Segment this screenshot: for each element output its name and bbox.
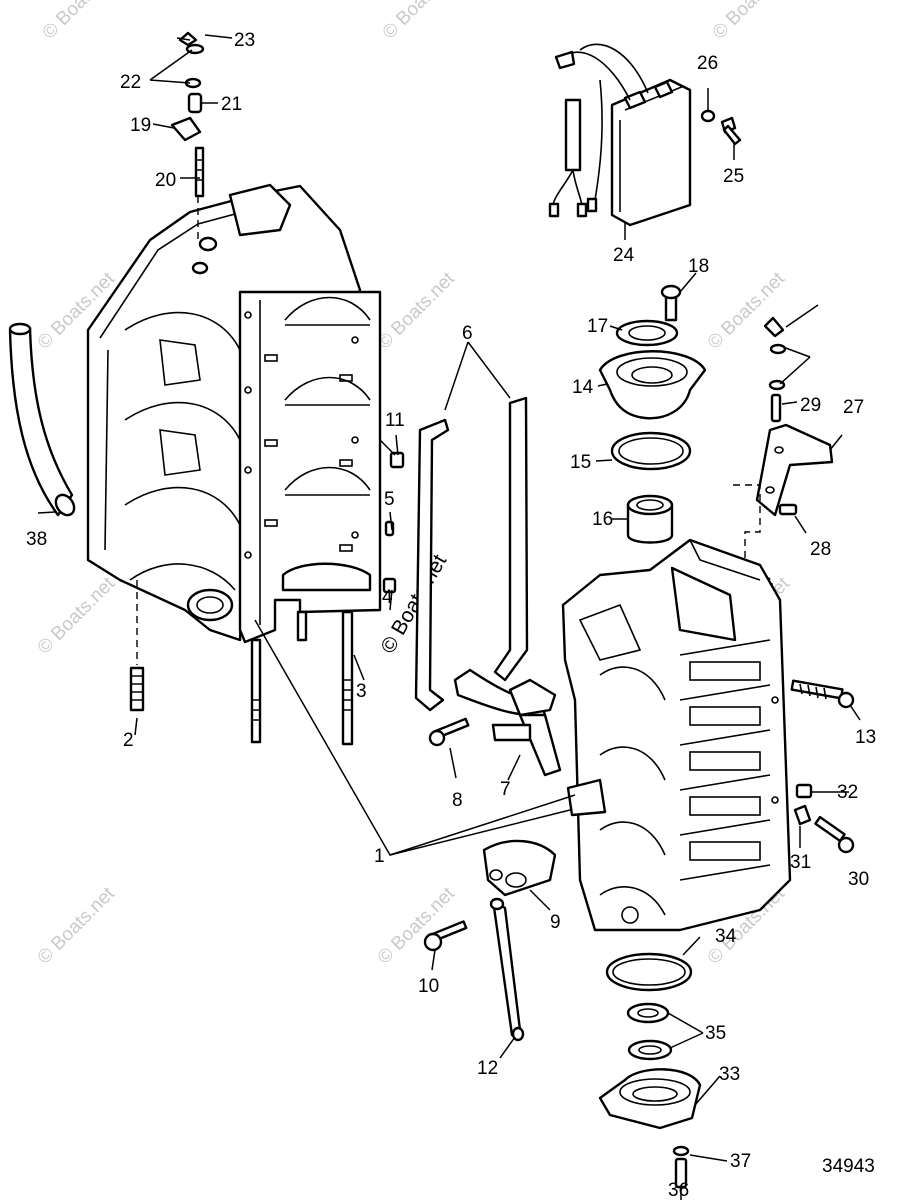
callout-26: 26: [697, 53, 718, 74]
dowel-pins: [379, 439, 405, 594]
callout-15: 15: [570, 452, 591, 473]
callout-4: 4: [382, 587, 393, 608]
callout-28: 28: [810, 539, 831, 560]
watermark: © Boats.net: [39, 0, 125, 44]
callout-21: 21: [221, 94, 242, 115]
callout-24: 24: [613, 245, 635, 266]
bottom-seal-housing: [598, 952, 702, 1189]
callout-20: 20: [155, 170, 176, 191]
callout-17: 17: [587, 316, 608, 337]
callout-30: 30: [848, 869, 869, 890]
callout-labels: 1 2 3 4 5 6 7 8 9 10 11 12 13 14 15 16 1…: [26, 30, 876, 1200]
watermark: © Boats.net: [34, 883, 120, 969]
callout-22: 22: [120, 72, 141, 93]
callout-31: 31: [790, 852, 811, 873]
callout-5: 5: [384, 489, 395, 510]
cylinder-block-left: [86, 183, 382, 644]
hose-38: [8, 322, 76, 517]
callout-12: 12: [477, 1058, 498, 1079]
callout-18: 18: [688, 256, 709, 277]
bleed-hoses-6: [414, 396, 529, 712]
watermark: © Boats.net: [34, 573, 120, 659]
callout-11: 11: [385, 410, 405, 431]
leader-lines: [37, 34, 861, 1200]
callout-7: 7: [500, 779, 511, 800]
callout-27: 27: [843, 397, 864, 418]
callout-8: 8: [452, 790, 463, 811]
figure-number: 34943: [822, 1156, 875, 1177]
callout-3: 3: [356, 681, 367, 702]
watermark: © Boats.net: [379, 0, 465, 44]
callout-32: 32: [837, 782, 858, 803]
callout-13: 13: [855, 727, 876, 748]
crankcase-right: [561, 538, 792, 932]
fitting-30-32: [793, 783, 855, 854]
switch-box: [548, 43, 742, 227]
callout-14: 14: [572, 377, 594, 398]
watermark: © Boats.net: [704, 268, 790, 354]
watermark: © Boats.net: [374, 268, 460, 354]
callout-38: 38: [26, 529, 47, 550]
studs: [129, 580, 354, 746]
callout-2: 2: [123, 730, 134, 751]
bearing-housing: [598, 284, 707, 544]
callout-37: 37: [730, 1151, 751, 1172]
callout-10: 10: [418, 976, 439, 997]
callout-34: 34: [715, 926, 737, 947]
callout-16: 16: [592, 509, 613, 530]
callout-35: 35: [705, 1023, 726, 1044]
clamps-and-bolts: [428, 668, 562, 897]
callout-36: 36: [668, 1180, 689, 1200]
callout-9: 9: [550, 912, 561, 933]
callout-19: 19: [130, 115, 151, 136]
callout-33: 33: [719, 1064, 740, 1085]
callout-1: 1: [374, 846, 385, 867]
top-hardware: [170, 31, 205, 243]
callout-23: 23: [234, 30, 255, 51]
watermark: © Boats.net: [374, 883, 460, 969]
callout-25: 25: [723, 166, 744, 187]
lower-fasteners: [423, 679, 855, 1042]
callout-6: 6: [462, 323, 473, 344]
callout-29: 29: [800, 395, 821, 416]
watermark: © Boats.net: [709, 0, 795, 44]
